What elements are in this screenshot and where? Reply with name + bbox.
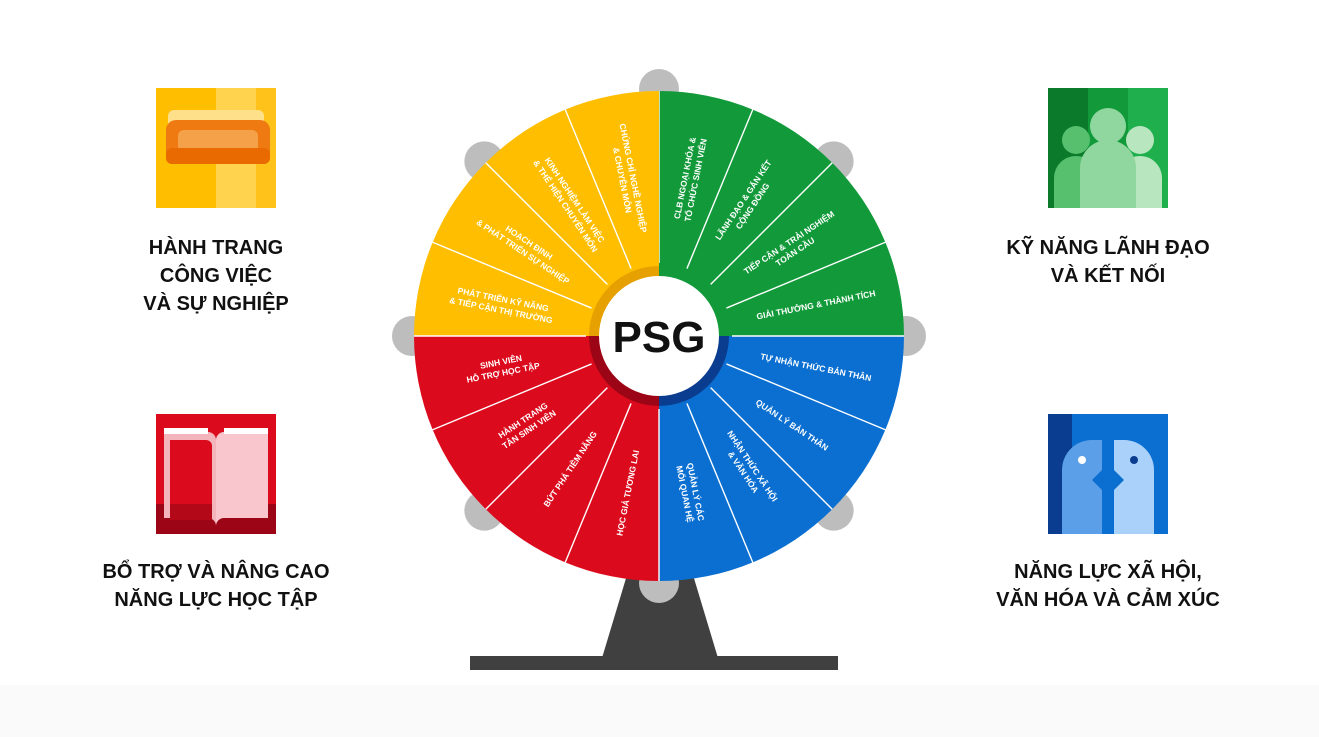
center-label: PSG (613, 313, 706, 362)
people-icon (1048, 88, 1168, 208)
segment-divider (726, 241, 886, 309)
segment-divider (686, 403, 754, 563)
briefcase-icon (156, 88, 276, 208)
title-line: HÀNH TRANG (148, 237, 284, 259)
segment-divider (726, 363, 886, 431)
segment-divider (710, 387, 833, 510)
inner-ring-green (659, 266, 729, 336)
wheel-stand (602, 565, 718, 658)
segment-divider (432, 363, 592, 431)
wheel-segments (414, 91, 904, 581)
title-line: NĂNG LỰC HỌC TẬP (114, 589, 318, 611)
segment-divider (432, 241, 592, 309)
category-career: HÀNH TRANG CÔNG VIỆC VÀ SỰ NGHIỆP (66, 88, 366, 318)
inner-ring-yellow (589, 266, 659, 336)
faces-icon (1048, 414, 1168, 534)
category-social-title: NĂNG LỰC XÃ HỘI, VĂN HÓA VÀ CẢM XÚC (958, 558, 1258, 614)
title-line: VĂN HÓA VÀ CẢM XÚC (996, 589, 1220, 611)
category-social: NĂNG LỰC XÃ HỘI, VĂN HÓA VÀ CẢM XÚC (958, 414, 1258, 614)
category-leadership-title: KỸ NĂNG LÃNH ĐẠO VÀ KẾT NỐI (958, 234, 1258, 290)
category-study: BỔ TRỢ VÀ NÂNG CAO NĂNG LỰC HỌC TẬP (66, 414, 366, 614)
wheel-base (470, 656, 838, 670)
category-leadership: KỸ NĂNG LÃNH ĐẠO VÀ KẾT NỐI (958, 88, 1258, 290)
book-icon (156, 414, 276, 534)
segment-divider (564, 109, 632, 269)
bottom-band (0, 685, 1319, 737)
segment-divider (564, 403, 632, 563)
segment-divider (686, 109, 754, 269)
center-disc (599, 276, 719, 396)
title-line: VÀ KẾT NỐI (1050, 265, 1166, 287)
title-line: CÔNG VIỆC (159, 265, 273, 287)
segment-divider (485, 387, 608, 510)
category-career-title: HÀNH TRANG CÔNG VIỆC VÀ SỰ NGHIỆP (66, 234, 366, 318)
category-study-title: BỔ TRỢ VÀ NÂNG CAO NĂNG LỰC HỌC TẬP (66, 558, 366, 614)
segment-divider (485, 162, 608, 285)
inner-ring-red (589, 336, 659, 406)
inner-ring (589, 266, 729, 406)
segment-divider (710, 162, 833, 285)
title-line: KỸ NĂNG LÃNH ĐẠO (1006, 237, 1210, 259)
inner-ring-blue (659, 336, 729, 406)
title-line: VÀ SỰ NGHIỆP (143, 293, 289, 315)
title-line: NĂNG LỰC XÃ HỘI, (1014, 561, 1202, 583)
title-line: BỔ TRỢ VÀ NÂNG CAO (102, 561, 330, 583)
